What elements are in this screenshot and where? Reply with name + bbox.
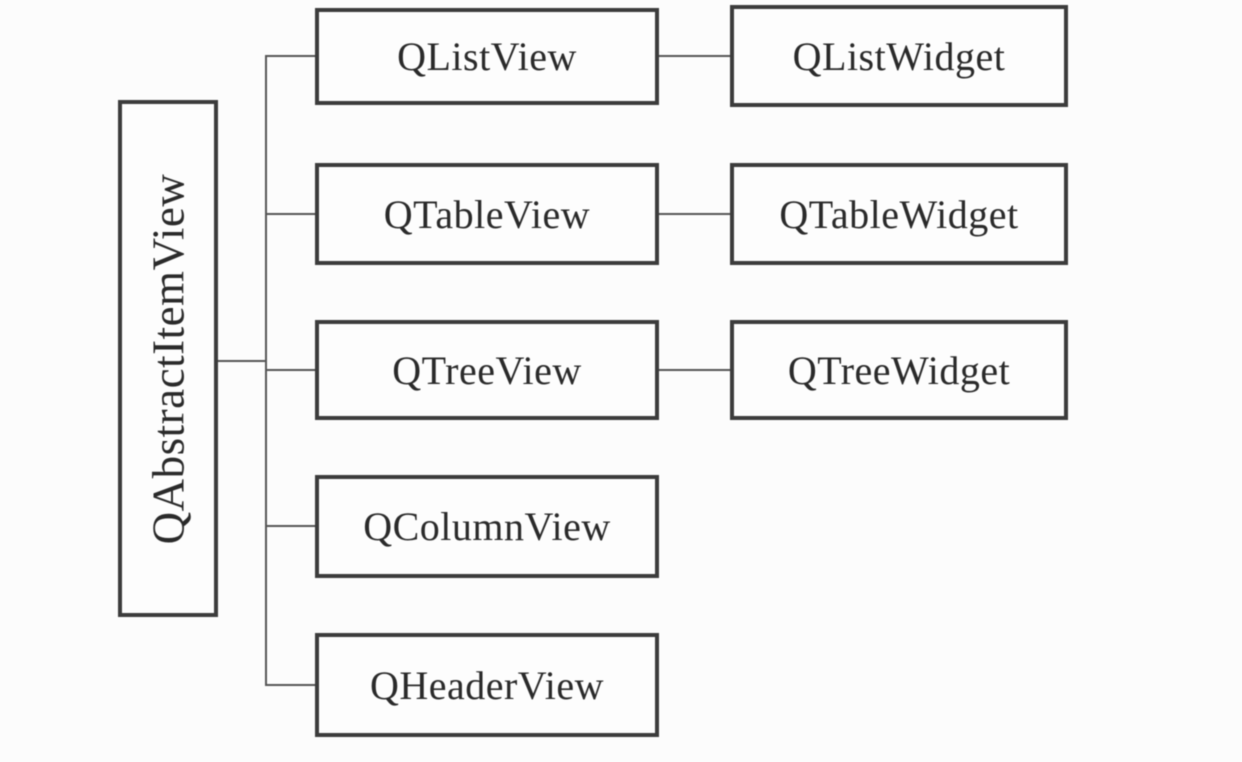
node-qcolumnview: QColumnView bbox=[315, 475, 659, 578]
node-label: QTreeView bbox=[392, 347, 582, 393]
node-qlistview: QListView bbox=[315, 8, 659, 105]
node-qtableview: QTableView bbox=[315, 163, 659, 265]
node-label: QListView bbox=[397, 34, 577, 79]
edge-qtableview-to-qtablewidget bbox=[659, 213, 730, 215]
edge-spine-to-qtreeview bbox=[266, 369, 315, 371]
node-qheaderview: QHeaderView bbox=[315, 633, 659, 737]
node-label: QHeaderView bbox=[369, 662, 605, 708]
node-label: QTreeWidget bbox=[787, 347, 1011, 393]
node-qtreeview: QTreeView bbox=[315, 320, 659, 420]
node-label: QColumnView bbox=[363, 504, 611, 549]
edge-base-to-spine bbox=[217, 360, 266, 362]
node-label: QAbstractItemView bbox=[143, 173, 193, 544]
edge-qlistview-to-qlistwidget bbox=[659, 55, 730, 57]
edge-spine-to-qtableview bbox=[266, 213, 315, 215]
node-label: QTableView bbox=[383, 191, 591, 237]
node-label: QListWidget bbox=[792, 33, 1006, 79]
edge-spine-to-qcolumnview bbox=[266, 525, 315, 527]
edge-spine-to-qlistview bbox=[266, 55, 315, 57]
node-qabstractitemview: QAbstractItemView bbox=[118, 100, 218, 617]
node-qlistwidget: QListWidget bbox=[730, 5, 1068, 107]
node-qtablewidget: QTableWidget bbox=[730, 163, 1068, 265]
node-label: QTableWidget bbox=[779, 191, 1019, 237]
edge-qtreeview-to-qtreewidget bbox=[659, 369, 730, 371]
node-qtreewidget: QTreeWidget bbox=[730, 320, 1068, 420]
edge-spine-to-qheaderview bbox=[266, 684, 315, 686]
